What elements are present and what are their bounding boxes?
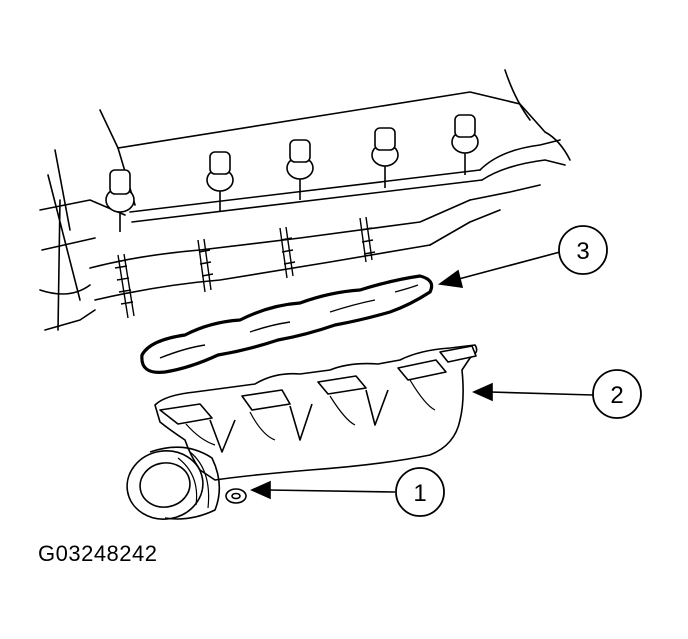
fuel-injector (371, 127, 399, 188)
callout-3: 3 (558, 225, 608, 275)
exhaust-manifold-gasket (140, 274, 434, 374)
callout-number: 1 (413, 480, 426, 507)
leader-line-1 (267, 489, 396, 493)
leader-lines (250, 251, 594, 500)
callout-1: 1 (395, 467, 445, 517)
callout-2: 2 (592, 369, 642, 419)
fuel-injectors (105, 114, 479, 232)
figure-id: G03248242 (38, 541, 158, 566)
fuel-injector (451, 114, 479, 175)
outlet-gasket (225, 488, 247, 504)
arrowhead-1 (250, 480, 271, 500)
fuel-injector (286, 139, 314, 200)
arrowhead-2 (472, 382, 493, 402)
callout-number: 2 (610, 382, 623, 409)
callout-number: 3 (576, 238, 589, 265)
leader-line-2 (489, 391, 594, 396)
engine-cylinder-head (39, 69, 571, 331)
fuel-injector (206, 151, 234, 212)
manifold-studs (114, 216, 376, 319)
arrowhead-3 (437, 269, 464, 288)
fuel-injector (105, 169, 135, 232)
leader-line-3 (454, 251, 561, 281)
exhaust-manifold (126, 344, 478, 520)
